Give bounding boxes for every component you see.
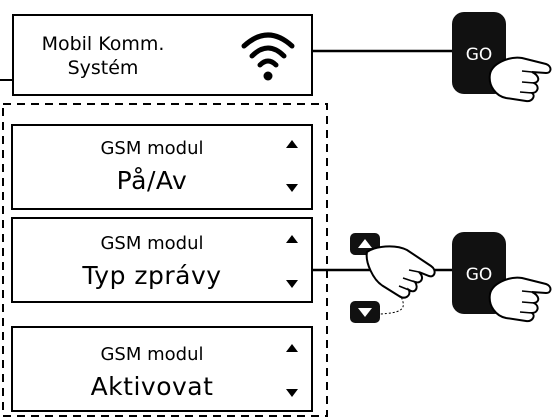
go-button-label: GO: [466, 265, 493, 285]
go-button-top[interactable]: GO: [448, 10, 555, 110]
menu-item-subtitle: GSM modul: [100, 344, 204, 365]
pointing-hand-icon: [488, 276, 552, 323]
scroll-down-icon: [286, 389, 298, 397]
pointing-hand-icon: [488, 56, 552, 103]
scroll-up-icon: [286, 344, 298, 352]
go-button-bottom[interactable]: GO: [448, 230, 555, 330]
go-button-label: GO: [466, 45, 493, 65]
menu-item-value: På/Av: [116, 166, 188, 195]
menu-item-subtitle: GSM modul: [100, 138, 204, 159]
scroll-up-icon: [286, 235, 298, 243]
menu-item-subtitle: GSM modul: [100, 233, 204, 254]
menu-item-on-off[interactable]: GSM modul På/Av: [11, 124, 313, 210]
top-menu-title: Mobil Komm. Systém: [28, 32, 178, 80]
menu-group-border: [2, 103, 328, 417]
pointing-hand-icon: [365, 245, 436, 299]
scroll-up-icon: [286, 140, 298, 148]
top-menu-title-line1: Mobil Komm.: [41, 33, 165, 55]
top-menu-panel: Mobil Komm. Systém: [12, 14, 313, 96]
menu-item-value: Typ zprávy: [82, 261, 222, 290]
menu-item-value: Aktivovat: [90, 372, 214, 401]
scroll-down-icon: [286, 280, 298, 288]
scroll-down-icon: [286, 184, 298, 192]
top-menu-title-line2: Systém: [67, 57, 139, 79]
menu-item-activate[interactable]: GSM modul Aktivovat: [11, 326, 313, 412]
wifi-icon: [241, 32, 295, 81]
arrow-keys-group: [350, 233, 436, 323]
menu-item-message-type[interactable]: GSM modul Typ zprávy: [11, 217, 313, 303]
